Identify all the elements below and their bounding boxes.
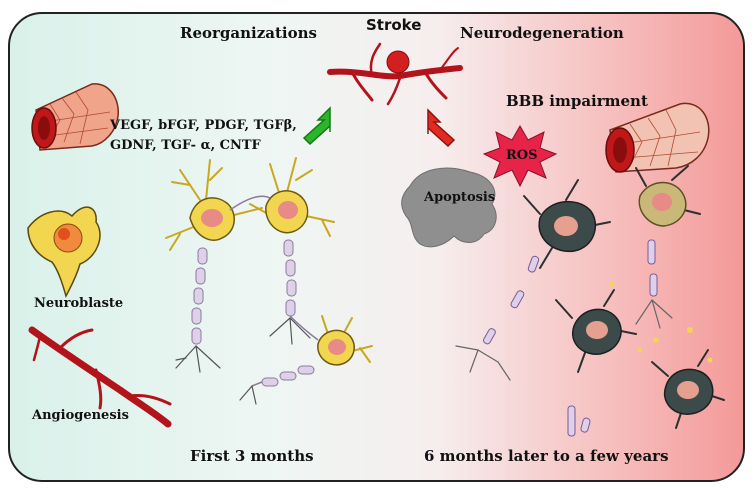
bbb-vessel-cross-section-icon	[605, 102, 710, 173]
angiogenesis-label: Angiogenesis	[32, 408, 129, 423]
blood-vessel-cross-section-icon	[31, 83, 119, 151]
stroke-vessel-icon	[327, 42, 463, 106]
bbb-impairment-label: BBB impairment	[506, 92, 648, 110]
neuroblast-icon	[27, 206, 101, 299]
neurodegeneration-label: Neurodegeneration	[460, 24, 624, 42]
angiogenesis-vessel-icon	[28, 326, 172, 428]
first-period-label: First 3 months	[190, 447, 314, 465]
diagram-panel	[8, 12, 745, 482]
red-arrow-icon	[427, 108, 456, 148]
degenerating-neurons-icon	[455, 165, 725, 437]
green-arrow-icon	[302, 106, 331, 146]
healthy-neurons-icon	[165, 157, 373, 405]
ros-label: ROS	[506, 148, 538, 163]
apoptosis-label: Apoptosis	[424, 190, 496, 205]
growth-factors-line1: VEGF, bFGF, PDGF, TGFβ,	[110, 118, 297, 133]
later-period-label: 6 months later to a few years	[424, 447, 669, 465]
stroke-label: Stroke	[366, 16, 422, 34]
neuroblaste-label: Neuroblaste	[34, 296, 124, 311]
reorganizations-label: Reorganizations	[180, 24, 317, 42]
aneurysm-icon	[386, 50, 410, 74]
apoptosis-cell-icon	[401, 167, 497, 248]
ros-star-icon	[482, 124, 558, 188]
growth-factors-line2: GDNF, TGF- α, CNTF	[110, 138, 261, 153]
